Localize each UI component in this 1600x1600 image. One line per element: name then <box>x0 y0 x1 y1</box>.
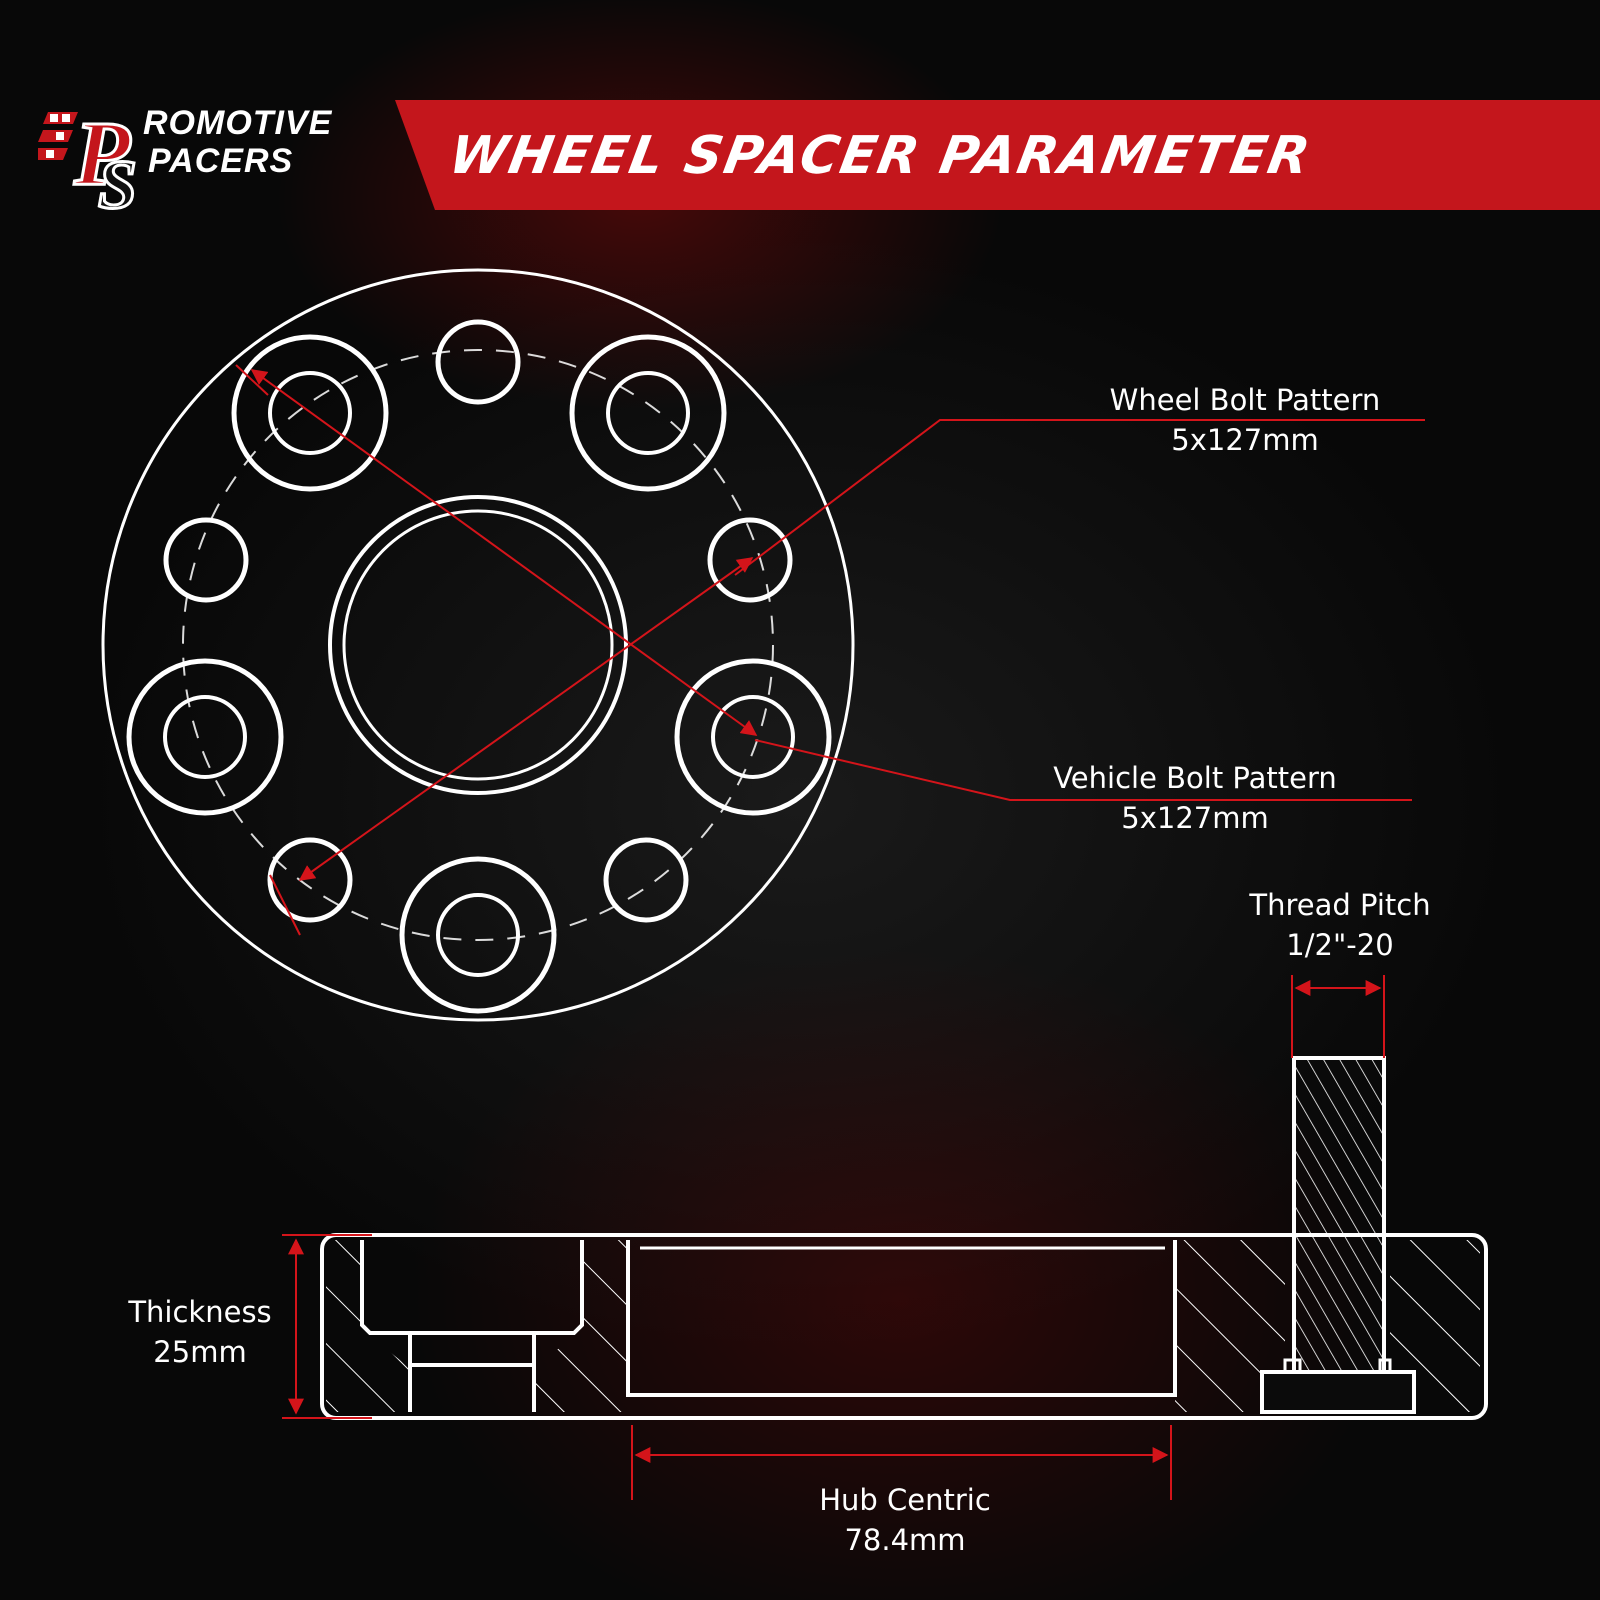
svg-text:S: S <box>98 147 137 214</box>
outer-rim <box>101 268 855 1022</box>
vehicle-stud-holes <box>163 319 793 923</box>
thread-pitch-title: Thread Pitch <box>1249 888 1431 922</box>
thread-pitch-value: 1/2"-20 <box>1286 928 1394 962</box>
vehicle-bolt-pattern-value: 5x127mm <box>1121 801 1269 835</box>
section-outline <box>320 1233 1488 1420</box>
spacer-front-view <box>101 268 855 1022</box>
vehicle-bolt-pattern-title: Vehicle Bolt Pattern <box>1053 761 1337 795</box>
thickness-title: Thickness <box>128 1295 272 1329</box>
checkered-flag-logo-icon: P S <box>33 101 138 226</box>
section-dimensions <box>282 975 1385 1500</box>
wheel-stud-holes <box>126 334 832 1014</box>
wheel-bolt-pattern-label: Wheel Bolt Pattern 5x127mm <box>1060 380 1430 460</box>
bolt-circle-guide <box>182 349 774 941</box>
thickness-label: Thickness 25mm <box>100 1292 300 1372</box>
stud-head <box>1260 1370 1416 1414</box>
thickness-value: 25mm <box>153 1335 247 1369</box>
header-banner <box>395 100 1600 210</box>
hub-centric-title: Hub Centric <box>819 1483 991 1517</box>
thread-pitch-label: Thread Pitch 1/2"-20 <box>1200 885 1480 965</box>
stud-thread <box>1292 1056 1386 1376</box>
svg-text:P: P <box>73 104 131 204</box>
vehicle-bolt-pattern-label: Vehicle Bolt Pattern 5x127mm <box>1010 758 1380 838</box>
center-bore-outer <box>328 495 628 795</box>
front-view-dimensions <box>235 364 1425 936</box>
center-bore-inner <box>342 509 614 781</box>
wheel-bolt-pattern-title: Wheel Bolt Pattern <box>1109 383 1381 417</box>
brand-name-line2: PACERS <box>148 142 294 180</box>
hub-centric-label: Hub Centric 78.4mm <box>760 1480 1050 1560</box>
brand-logo: P S ROMOTIVE PACERS <box>33 101 388 226</box>
wheel-bolt-pattern-value: 5x127mm <box>1171 423 1319 457</box>
brand-name-line1: ROMOTIVE <box>143 104 333 142</box>
hub-centric-value: 78.4mm <box>844 1523 966 1557</box>
spacer-cross-section <box>320 1056 1488 1420</box>
